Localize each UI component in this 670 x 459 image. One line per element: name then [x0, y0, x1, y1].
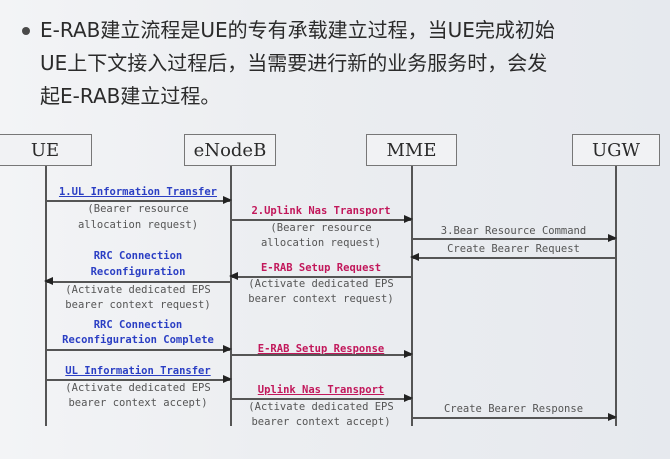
bullet-line-3: 起E-RAB建立过程。 [40, 84, 221, 108]
msg9-note1: (Activate dedicated EPS [65, 382, 211, 394]
entity-ue: UE [0, 134, 92, 166]
msg4-label: Create Bearer Request [447, 243, 580, 255]
msg6-note1: (Activate dedicated EPS [65, 284, 211, 296]
msg9-label: UL Information Transfer [65, 365, 211, 377]
msg10-label: Uplink Nas Transport [257, 384, 385, 396]
lifeline-ue [45, 166, 47, 426]
entity-ugw: UGW [572, 134, 660, 166]
msg7-label2: Reconfiguration Complete [62, 334, 214, 346]
msg6-arrow [44, 278, 230, 284]
msg4-arrow [410, 254, 615, 260]
msg1-arrow [46, 197, 232, 203]
msg6-note2: bearer context request) [65, 299, 211, 311]
lifeline-enodeb [230, 166, 232, 426]
msg10-note2: bearer context accept) [251, 416, 391, 428]
msg5-note1: (Activate dedicated EPS [248, 278, 394, 290]
bullet-line-1: E-RAB建立流程是UE的专有承载建立过程，当UE完成初始 [40, 18, 555, 42]
msg2-arrow [231, 216, 413, 222]
msg3-label: 3.Bear Resource Command [440, 225, 587, 237]
msg8-arrow [231, 351, 413, 357]
msg2-note1: (Bearer resource [270, 222, 372, 234]
msg6-label2: Reconfiguration [90, 266, 186, 278]
msg1-note2: allocation request) [77, 219, 199, 231]
bullet-paragraph: E-RAB建立流程是UE的专有承载建立过程，当UE完成初始 UE上下文接入过程后… [22, 14, 660, 113]
msg9-note2: bearer context accept) [68, 397, 208, 409]
msg5-arrow [229, 273, 411, 279]
bullet-dot-icon [22, 27, 30, 35]
msg1-note1: (Bearer resource [87, 203, 189, 215]
bullet-line-2: UE上下文接入过程后，当需要进行新的业务服务时，会发 [40, 51, 548, 75]
msg7-label1: RRC Connection [93, 319, 183, 331]
entity-mme: MME [366, 134, 457, 166]
lifeline-mme [411, 166, 413, 426]
msg6-label1: RRC Connection [93, 250, 183, 262]
msg2-note2: allocation request) [260, 237, 382, 249]
msg2-label: 2.Uplink Nas Transport [251, 205, 391, 217]
msg11-arrow [412, 414, 617, 420]
msg5-label: E-RAB Setup Request [260, 262, 382, 274]
msg7-arrow [46, 346, 232, 352]
msg10-arrow [231, 395, 413, 401]
msg1-label: 1.UL Information Transfer [58, 186, 218, 198]
msg8-label: E-RAB Setup Response [257, 343, 385, 355]
msg3-arrow [412, 235, 617, 241]
msg10-note1: (Activate dedicated EPS [248, 401, 394, 413]
msg9-arrow [46, 376, 232, 382]
msg11-label: Create Bearer Response [443, 403, 584, 415]
entity-enodeb: eNodeB [184, 134, 276, 166]
msg5-note2: bearer context request) [248, 293, 394, 305]
lifeline-ugw [615, 166, 617, 426]
